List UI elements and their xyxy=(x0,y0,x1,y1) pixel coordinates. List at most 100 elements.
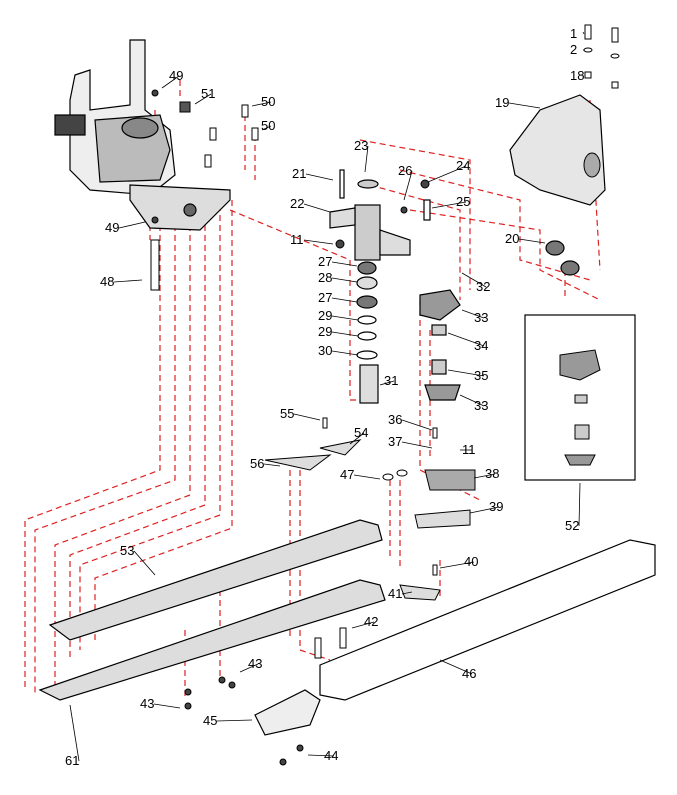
blade-53-shape xyxy=(48,519,383,641)
leader-nut-43b xyxy=(153,703,181,709)
label-nut-26: 26 xyxy=(398,163,412,178)
leader-clamp-33b xyxy=(459,394,485,407)
leader-bracket-38 xyxy=(473,473,496,479)
leader-cover-46 xyxy=(439,659,473,675)
label-washer-34: 34 xyxy=(474,338,488,353)
label-bearing-27a: 27 xyxy=(318,254,332,269)
leader-nut-26 xyxy=(403,170,413,201)
leader-screw-1 xyxy=(582,31,585,35)
leader-nut-43a xyxy=(239,663,259,673)
label-bracket-38: 38 xyxy=(485,466,499,481)
label-washer-49a: 49 xyxy=(169,68,183,83)
leader-plate-39 xyxy=(469,506,500,514)
leader-screw-40 xyxy=(439,561,475,569)
leader-nut-37 xyxy=(401,441,433,449)
leader-guard-cover-19 xyxy=(508,102,541,109)
leader-block-35 xyxy=(447,369,485,377)
leader-lever-22 xyxy=(303,203,331,213)
clamp-parts xyxy=(419,240,580,401)
label-shaft-31: 31 xyxy=(384,373,398,388)
skid-45-shape xyxy=(254,689,321,736)
blade-61-shape xyxy=(38,579,386,701)
leader-washer-34 xyxy=(447,332,485,347)
leader-blade-54 xyxy=(349,432,365,445)
label-bolt-21: 21 xyxy=(292,166,306,181)
leader-blade-56 xyxy=(263,463,281,467)
label-clamp-33b: 33 xyxy=(474,398,488,413)
leader-blade-61 xyxy=(69,704,80,762)
guard-cover-19-shape xyxy=(509,94,606,206)
label-ring-30: 30 xyxy=(318,343,332,358)
label-sleeve-28: 28 xyxy=(318,270,332,285)
label-spacer-18: 18 xyxy=(570,68,584,83)
leader-washer-29a xyxy=(331,315,359,321)
leader-nut-11a xyxy=(303,239,334,245)
label-nut-51: 51 xyxy=(201,86,215,101)
leader-bearing-27b xyxy=(331,297,358,303)
kit-52-contents xyxy=(559,349,601,466)
label-nut-43a: 43 xyxy=(248,656,262,671)
leader-skid-45 xyxy=(216,719,253,722)
leader-blade-53 xyxy=(133,550,156,576)
label-screw-55: 55 xyxy=(280,406,294,421)
label-skid-45: 45 xyxy=(203,713,217,728)
label-cover-46: 46 xyxy=(462,666,476,681)
leader-plate-41 xyxy=(401,591,413,595)
label-screw-40: 40 xyxy=(464,554,478,569)
label-pin-25: 25 xyxy=(456,194,470,209)
label-rivet-47: 47 xyxy=(340,467,354,482)
label-block-35: 35 xyxy=(474,368,488,383)
label-clamp-33a: 33 xyxy=(474,310,488,325)
leader-lines xyxy=(69,31,585,762)
label-washer-29a: 29 xyxy=(318,308,332,323)
leader-washer-23 xyxy=(364,145,369,173)
label-nut-11a: 11 xyxy=(290,232,304,247)
leader-bearing-27a xyxy=(331,261,358,267)
label-blade-56: 56 xyxy=(250,456,264,471)
label-nut-11b: 11 xyxy=(462,442,476,457)
label-plate-39: 39 xyxy=(489,499,503,514)
label-nut-43b: 43 xyxy=(140,696,154,711)
label-pin-36: 36 xyxy=(388,412,402,427)
leader-screw-55 xyxy=(293,413,321,421)
cover-46-shape xyxy=(319,539,656,701)
leader-shaft-31 xyxy=(379,380,395,386)
label-screw-50b: 50 xyxy=(261,118,275,133)
label-bolt-42: 42 xyxy=(364,614,378,629)
guard-hole xyxy=(583,152,601,178)
label-screw-32: 32 xyxy=(476,279,490,294)
label-nut-24: 24 xyxy=(456,158,470,173)
label-guard-cover-19: 19 xyxy=(495,95,509,110)
leader-pin-36 xyxy=(401,419,433,431)
label-blade-54: 54 xyxy=(354,425,368,440)
leader-screw-32 xyxy=(461,272,487,288)
leader-sleeve-28 xyxy=(331,277,358,283)
lever-assembly xyxy=(329,169,431,404)
leader-nut-44 xyxy=(307,754,335,757)
leader-rivet-47 xyxy=(353,474,381,480)
label-nut-37: 37 xyxy=(388,434,402,449)
label-washer-23: 23 xyxy=(354,138,368,153)
label-screw-50a: 50 xyxy=(261,94,275,109)
label-washer-29b: 29 xyxy=(318,324,332,339)
label-blade-61: 61 xyxy=(65,753,79,768)
leader-screw-50b xyxy=(261,125,272,131)
label-bushing-20: 20 xyxy=(505,231,519,246)
label-blade-53: 53 xyxy=(120,543,134,558)
label-lever-22: 22 xyxy=(290,196,304,211)
part-labels: 1218192021222324252627282729293031323334… xyxy=(65,26,584,768)
leader-screw-50a xyxy=(251,101,272,107)
leader-bolt-48 xyxy=(113,279,143,283)
leader-pin-25 xyxy=(431,201,467,209)
gearbox-housing xyxy=(54,39,231,231)
label-washer-2: 2 xyxy=(570,42,577,57)
label-bolt-48: 48 xyxy=(100,274,114,289)
label-screw-1: 1 xyxy=(570,26,577,41)
label-washer-49b: 49 xyxy=(105,220,119,235)
label-plate-41: 41 xyxy=(388,586,402,601)
leader-ring-30 xyxy=(331,350,359,356)
leader-washer-49a xyxy=(161,75,180,89)
label-nut-44: 44 xyxy=(324,748,338,763)
label-bearing-27b: 27 xyxy=(318,290,332,305)
